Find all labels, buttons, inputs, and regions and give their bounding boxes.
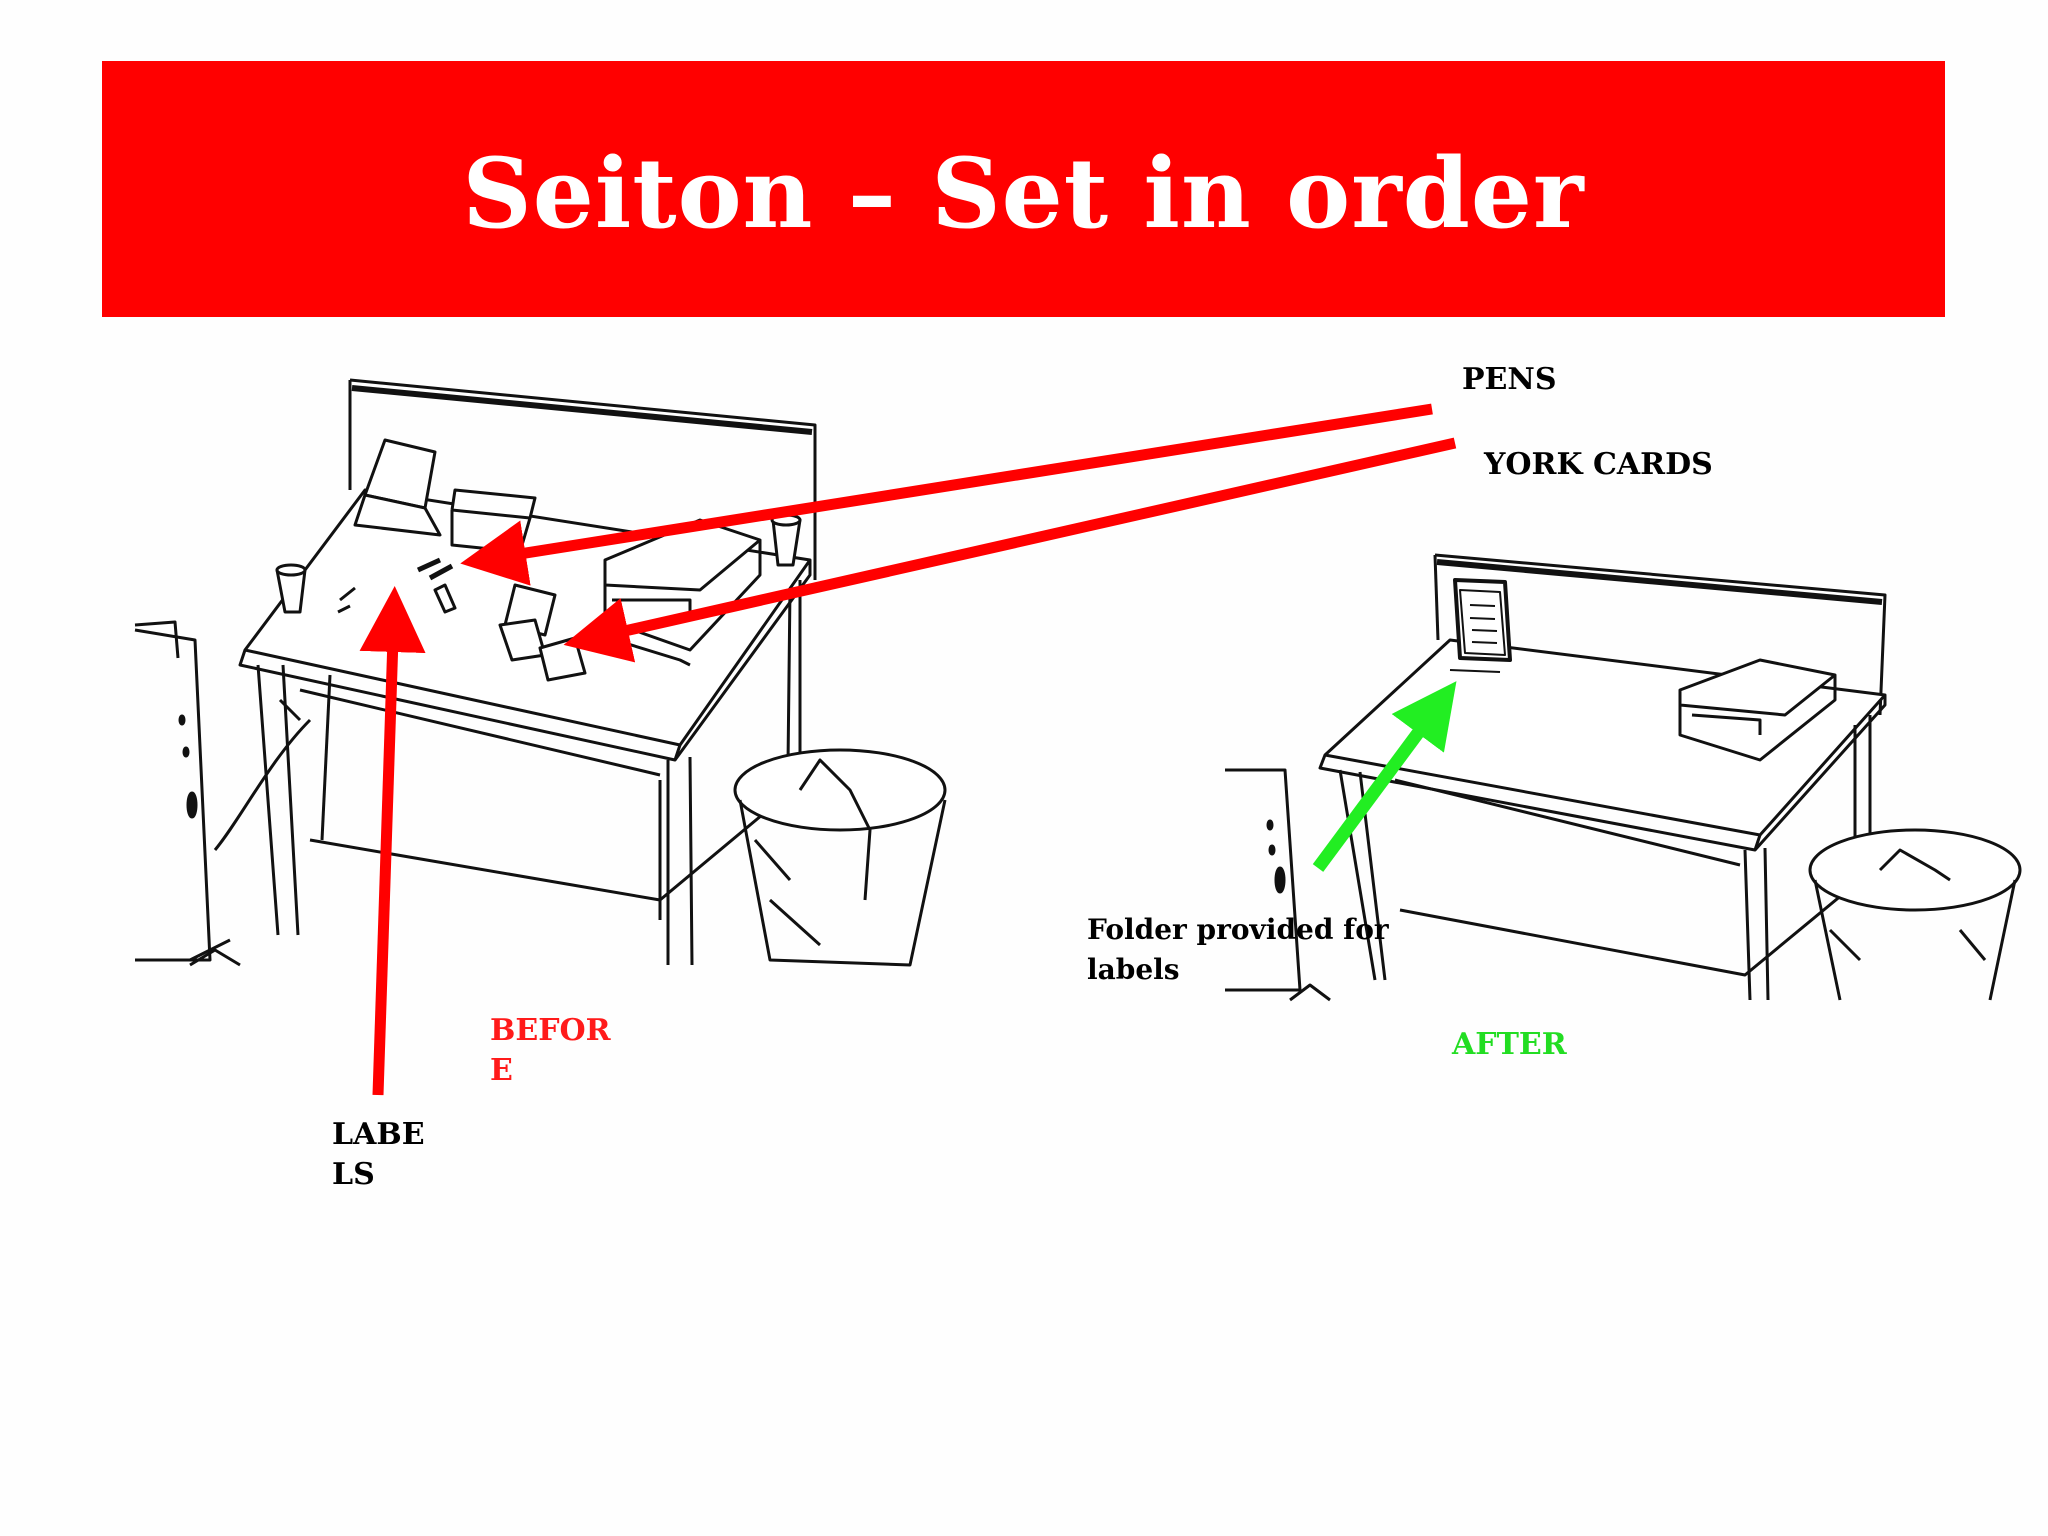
york-cards-label: YORK CARDS: [1484, 447, 1713, 482]
before-arrows: [359, 403, 1457, 1096]
before-label-line1: BEFOR: [490, 1013, 611, 1048]
york-cards-arrow: [563, 437, 1457, 663]
slide-title: Seiton – Set in order: [462, 136, 1585, 250]
after-arrow: [1312, 681, 1457, 872]
before-label: BEFOR E: [490, 1011, 611, 1091]
pens-arrow: [460, 403, 1433, 586]
pens-label: PENS: [1462, 362, 1557, 397]
labels-arrow: [359, 586, 426, 1096]
title-banner: Seiton – Set in order: [102, 61, 1945, 317]
folder-arrow: [1312, 681, 1457, 872]
labels-label: LABE LS: [332, 1115, 425, 1195]
folder-label-line1: Folder provided for: [1087, 913, 1389, 946]
labels-label-line2: LS: [332, 1157, 375, 1192]
after-desk-drawing: [1225, 553, 2022, 1002]
folder-label-line2: labels: [1087, 953, 1180, 986]
after-label: AFTER: [1452, 1027, 1567, 1062]
before-desk-drawing: [134, 378, 947, 967]
labels-label-line1: LABE: [332, 1117, 425, 1152]
folder-label: Folder provided for labels: [1087, 910, 1389, 990]
before-label-line2: E: [490, 1053, 513, 1088]
